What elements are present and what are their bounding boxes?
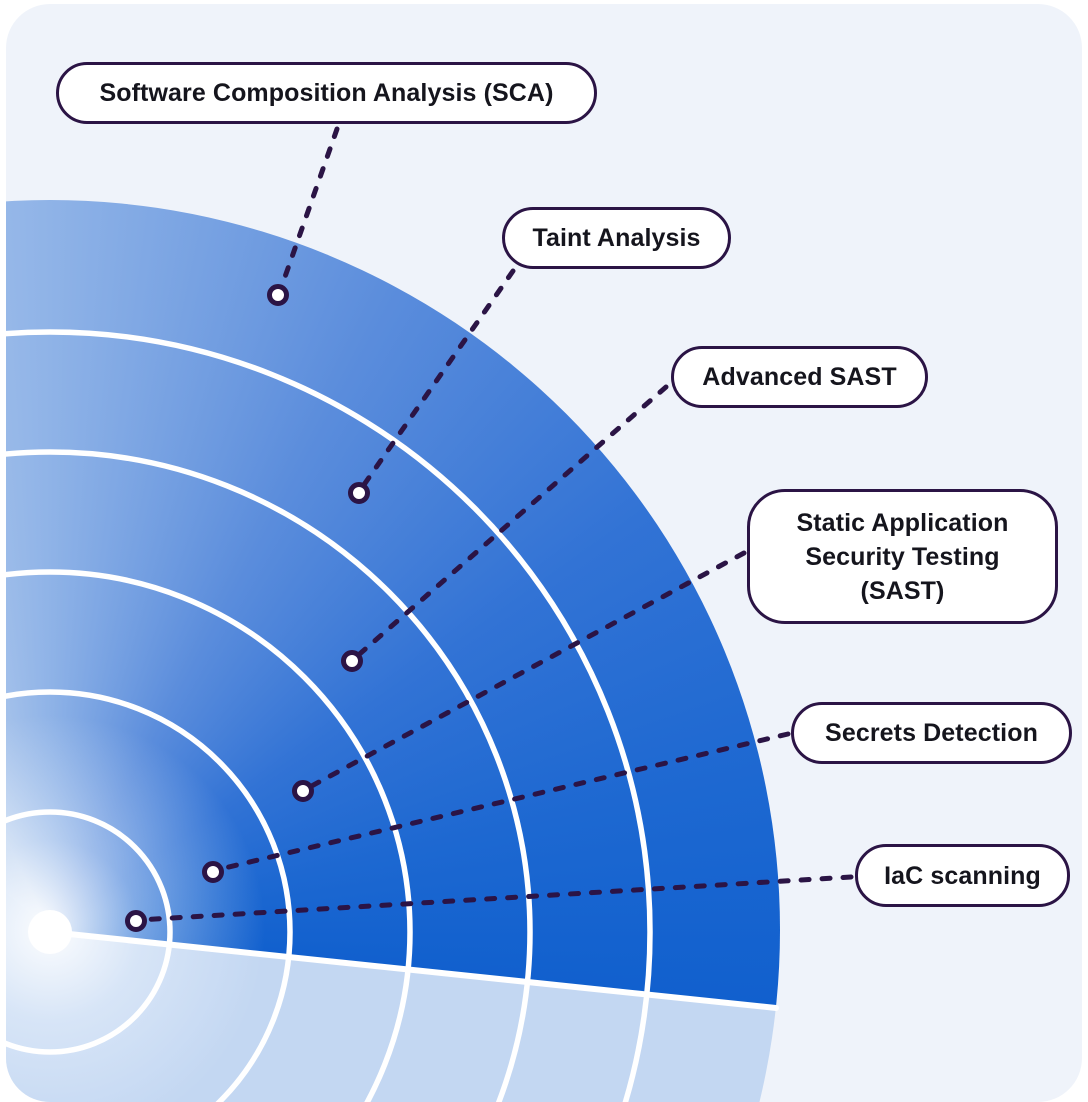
diagram-canvas: Software Composition Analysis (SCA) Tain… [6, 4, 1082, 1102]
radar-point-sca [267, 284, 289, 306]
label-pill-taint-analysis: Taint Analysis [502, 207, 731, 269]
radar-point-advanced-sast [341, 650, 363, 672]
connector-line-advanced-sast [352, 384, 669, 661]
radar-point-taint-analysis [348, 482, 370, 504]
connector-line-sca [277, 126, 340, 294]
radar-center-dot [28, 910, 72, 954]
radar-point-iac-scanning [125, 910, 147, 932]
radar-overlay [6, 126, 854, 1102]
label-pill-sca: Software Composition Analysis (SCA) [56, 62, 597, 124]
connector-line-secrets-detection [213, 731, 791, 873]
label-pill-secrets-detection: Secrets Detection [791, 702, 1072, 764]
radar-sweep-line [47, 929, 779, 1011]
label-pill-iac-scanning: IaC scanning [855, 844, 1070, 907]
label-pill-advanced-sast: Advanced SAST [671, 346, 928, 408]
radar-ring-2 [6, 689, 293, 1102]
radar-point-sast [292, 780, 314, 802]
connector-line-taint-analysis [358, 268, 516, 492]
radar-ring-4 [6, 449, 533, 1102]
radar-ring-3 [6, 569, 413, 1102]
label-pill-sast: Static Application Security Testing (SAS… [747, 489, 1058, 624]
radar-ring-1 [6, 809, 173, 1055]
connector-line-iac-scanning [136, 874, 854, 923]
radar-ring-5 [6, 329, 653, 1102]
radar-point-secrets-detection [202, 861, 224, 883]
connector-line-sast [303, 550, 747, 792]
